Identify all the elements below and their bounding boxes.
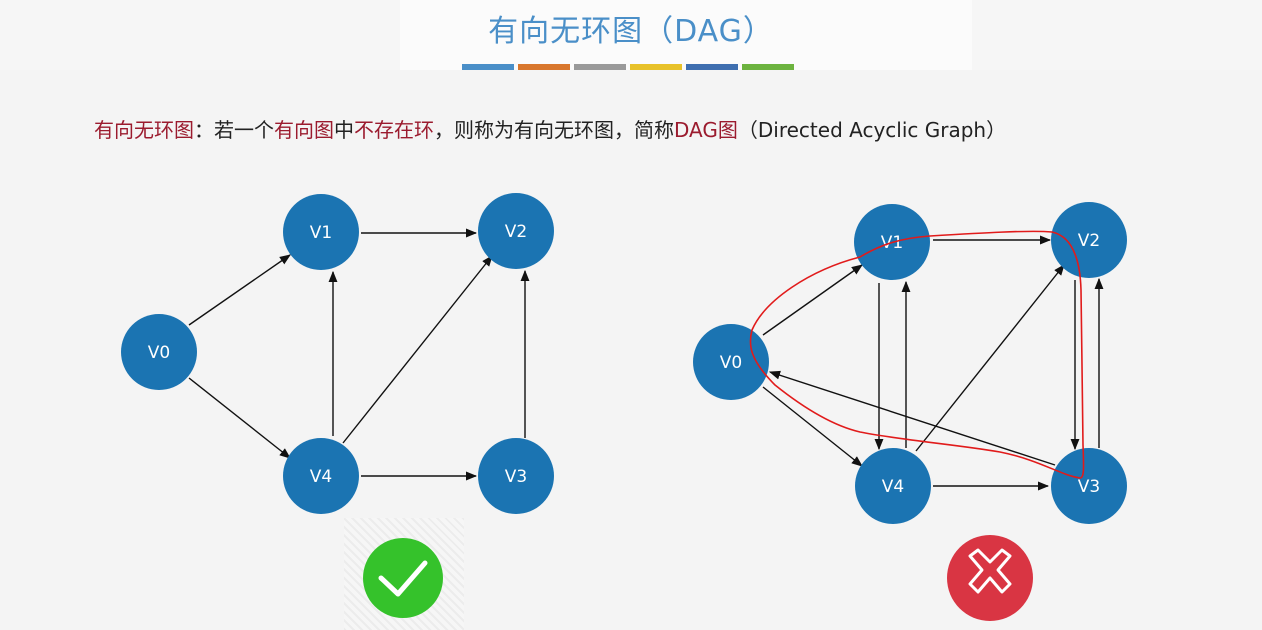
right-edge-v0-v1 [762,264,863,336]
definition-rest: ，则称为有向无环图，简称 [434,118,674,142]
right-edge-v3-v0 [768,370,1056,466]
right-node-v0: V0 [693,324,769,400]
left-edge-v0-v1 [188,254,291,326]
left-node-v0-label: V0 [148,343,170,363]
page-title: 有向无环图（DAG） [488,14,774,49]
definition-dag: DAG图 [674,118,738,142]
left-node-v3: V3 [478,438,554,514]
right-node-v4-label: V4 [882,477,904,497]
left-node-v4-label: V4 [310,467,332,487]
cross-icon [947,535,1033,621]
left-node-v2-label: V2 [505,222,527,242]
left-node-v1-label: V1 [310,223,332,243]
title-panel [400,0,972,70]
definition-term: 有向无环图 [94,118,194,142]
stripe-6 [742,64,794,70]
left-graph: V0 V1 V2 V3 V4 [121,193,554,514]
stripe-4 [630,64,682,70]
definition-english: （Directed Acyclic Graph） [737,118,1007,142]
left-node-v3-label: V3 [505,467,527,487]
stripe-1 [462,64,514,70]
definition-colon: ：若一个 [194,118,274,142]
definition-directed-graph: 有向图 [274,118,334,142]
right-node-v2-label: V2 [1078,231,1100,251]
definition-mid: 中 [334,118,354,142]
stripe-3 [574,64,626,70]
right-graph: V0 V1 V2 V3 V4 [693,202,1127,524]
right-edge-v0-v4 [762,386,863,467]
right-node-v3: V3 [1051,448,1127,524]
right-node-v0-label: V0 [720,353,742,373]
check-icon [363,538,443,618]
cycle-annotation-outline [749,230,1085,479]
right-node-v3-label: V3 [1078,477,1100,497]
definition-no-cycle: 不存在环 [354,118,434,142]
left-node-v4: V4 [283,438,359,514]
right-node-v2: V2 [1051,202,1127,278]
dag-definition: 有向无环图：若一个有向图中不存在环，则称为有向无环图，简称DAG图（Direct… [94,114,1006,143]
right-edge-v4-v2 [915,264,1065,452]
left-edge-v0-v4 [188,377,291,459]
right-node-v4: V4 [855,448,931,524]
left-node-v1: V1 [283,194,359,270]
stripe-2 [518,64,570,70]
left-node-v2: V2 [478,193,554,269]
left-node-v0: V0 [121,314,197,390]
left-edge-v4-v2 [342,255,493,444]
stripe-5 [686,64,738,70]
title-color-stripes [462,64,794,70]
